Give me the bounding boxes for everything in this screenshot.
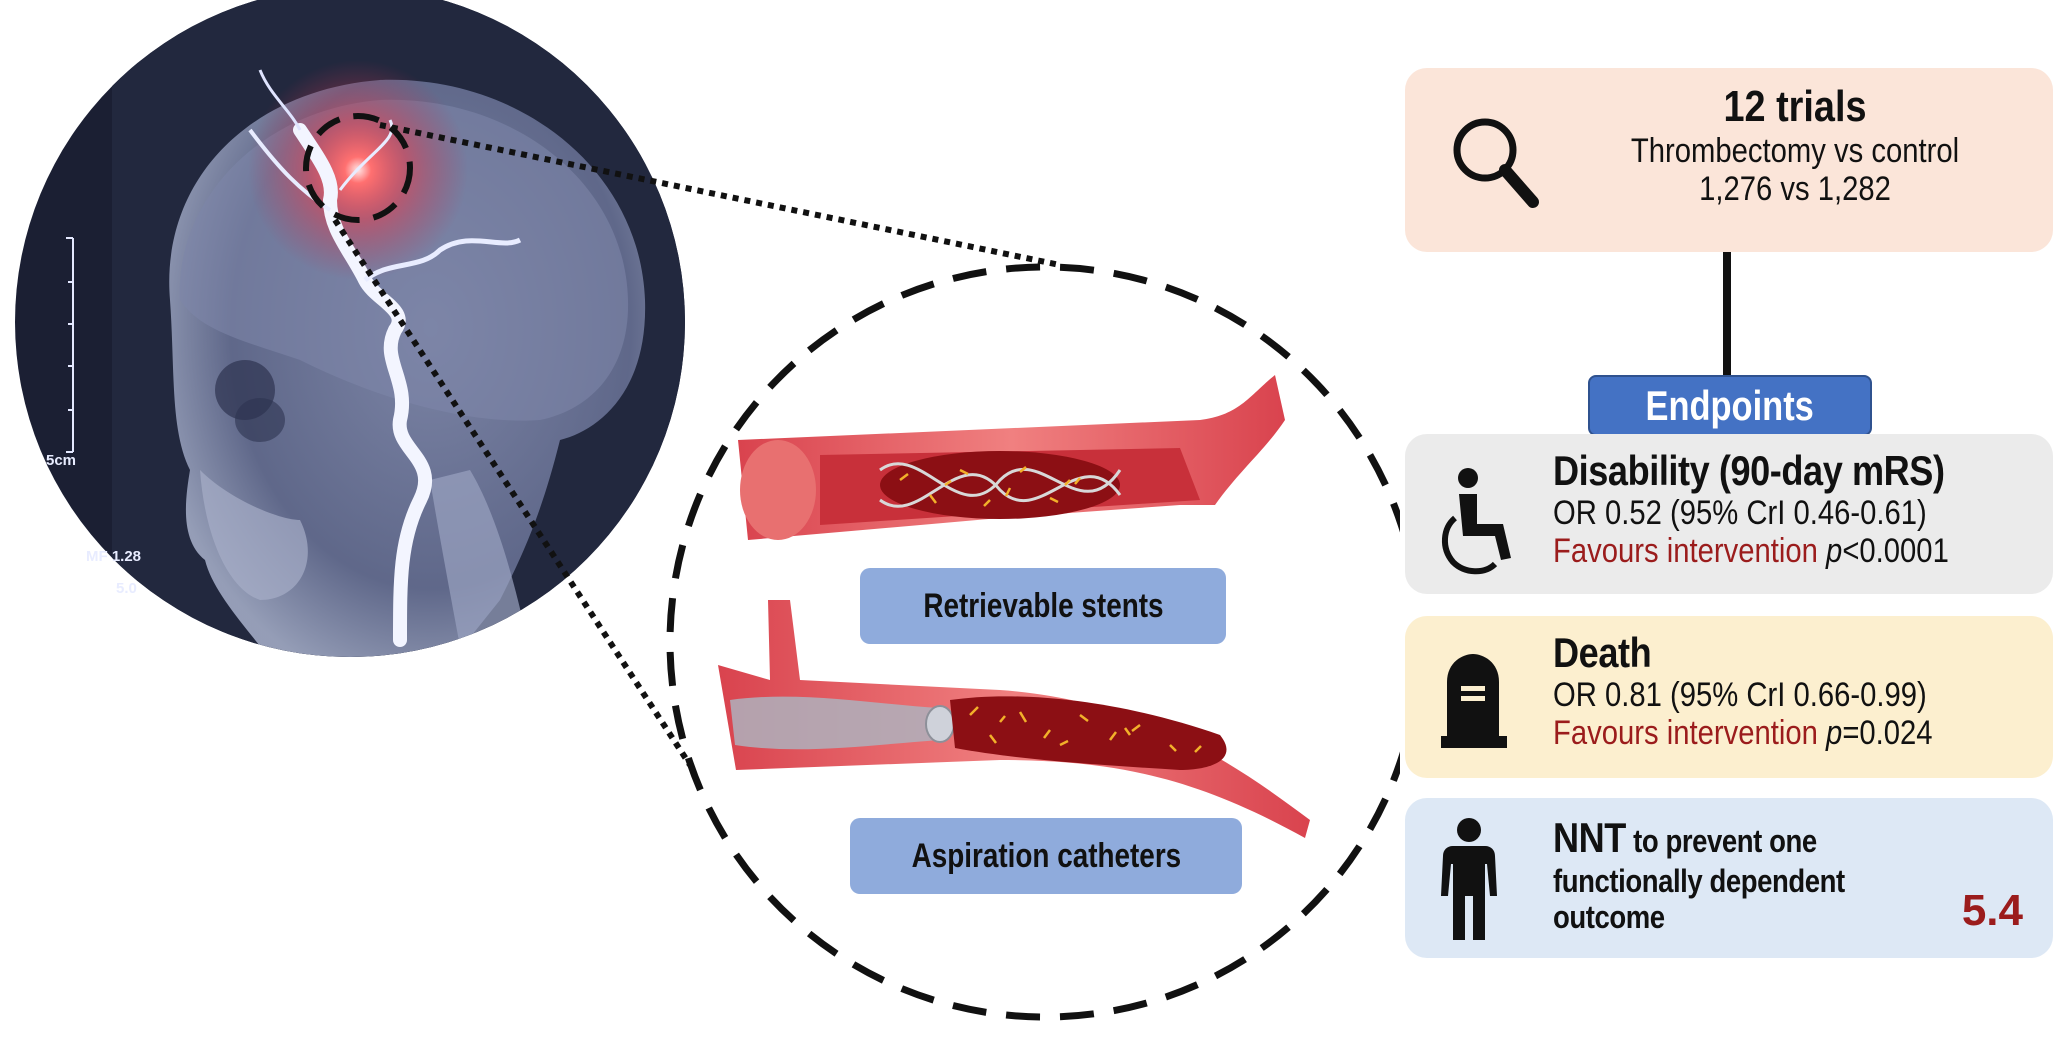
death-favours: Favours intervention: [1553, 714, 1818, 752]
trials-title: 12 trials: [1723, 82, 1867, 131]
stent-label-box: Retrievable stents: [860, 568, 1226, 644]
trials-summary-box: 12 trials Thrombectomy vs control 1,276 …: [1405, 68, 2053, 252]
death-title: Death: [1553, 629, 1652, 676]
endpoints-header: Endpoints: [1588, 375, 1872, 436]
endpoint-disability: Disability (90-day mRS) OR 0.52 (95% CrI…: [1405, 434, 2053, 594]
aspiration-label-box: Aspiration catheters: [850, 818, 1242, 894]
magnifier-icon: [1453, 118, 1539, 208]
stent-retriever-illustration: [738, 375, 1285, 540]
endpoints-label: Endpoints: [1645, 381, 1815, 429]
occlusion-marker: [303, 113, 413, 223]
zoom-line-bottom: [332, 218, 693, 767]
disability-p-value: <0.0001: [1842, 532, 1949, 570]
disability-favours: Favours intervention: [1553, 532, 1818, 570]
person-icon: [1441, 818, 1497, 940]
scale-label: 5cm: [46, 452, 77, 469]
nnt-value: 5.4: [1961, 886, 2023, 935]
trials-comparison: Thrombectomy vs control: [1630, 132, 1960, 170]
nnt-box: NNT to prevent one functionally dependen…: [1405, 798, 2053, 958]
disability-p-symbol: p: [1826, 532, 1843, 570]
death-p-value: =0.024: [1842, 714, 1933, 752]
xray-illustration: [15, 0, 1400, 1021]
scale-bar: [66, 237, 74, 453]
xray-image: [15, 0, 685, 657]
death-stat: OR 0.81 (95% CrI 0.66-0.99): [1553, 676, 1927, 714]
xray-annotation-mf: MF 1.28: [86, 548, 142, 565]
connector-line: [1723, 252, 1731, 378]
endpoint-death: Death OR 0.81 (95% CrI 0.66-0.99) Favour…: [1405, 616, 2053, 778]
disability-title: Disability (90-day mRS): [1553, 447, 1945, 494]
xray-annotation-value: 5.0: [116, 580, 137, 597]
aspiration-label: Aspiration catheters: [911, 836, 1181, 875]
disability-stat: OR 0.52 (95% CrI 0.46-0.61): [1553, 494, 1927, 532]
nnt-line3: outcome: [1553, 899, 1665, 935]
nnt-line2: functionally dependent: [1553, 863, 1845, 899]
wheelchair-icon: [1442, 468, 1511, 575]
stent-label: Retrievable stents: [922, 586, 1164, 625]
nnt-title: NNT: [1553, 814, 1626, 861]
zoom-line-top: [379, 122, 1061, 268]
death-p-symbol: p: [1826, 714, 1843, 752]
aspiration-catheter-illustration: [718, 600, 1310, 838]
nnt-line1: to prevent one: [1625, 823, 1817, 859]
trials-counts: 1,276 vs 1,282: [1699, 170, 1891, 208]
tombstone-icon: [1441, 654, 1507, 748]
